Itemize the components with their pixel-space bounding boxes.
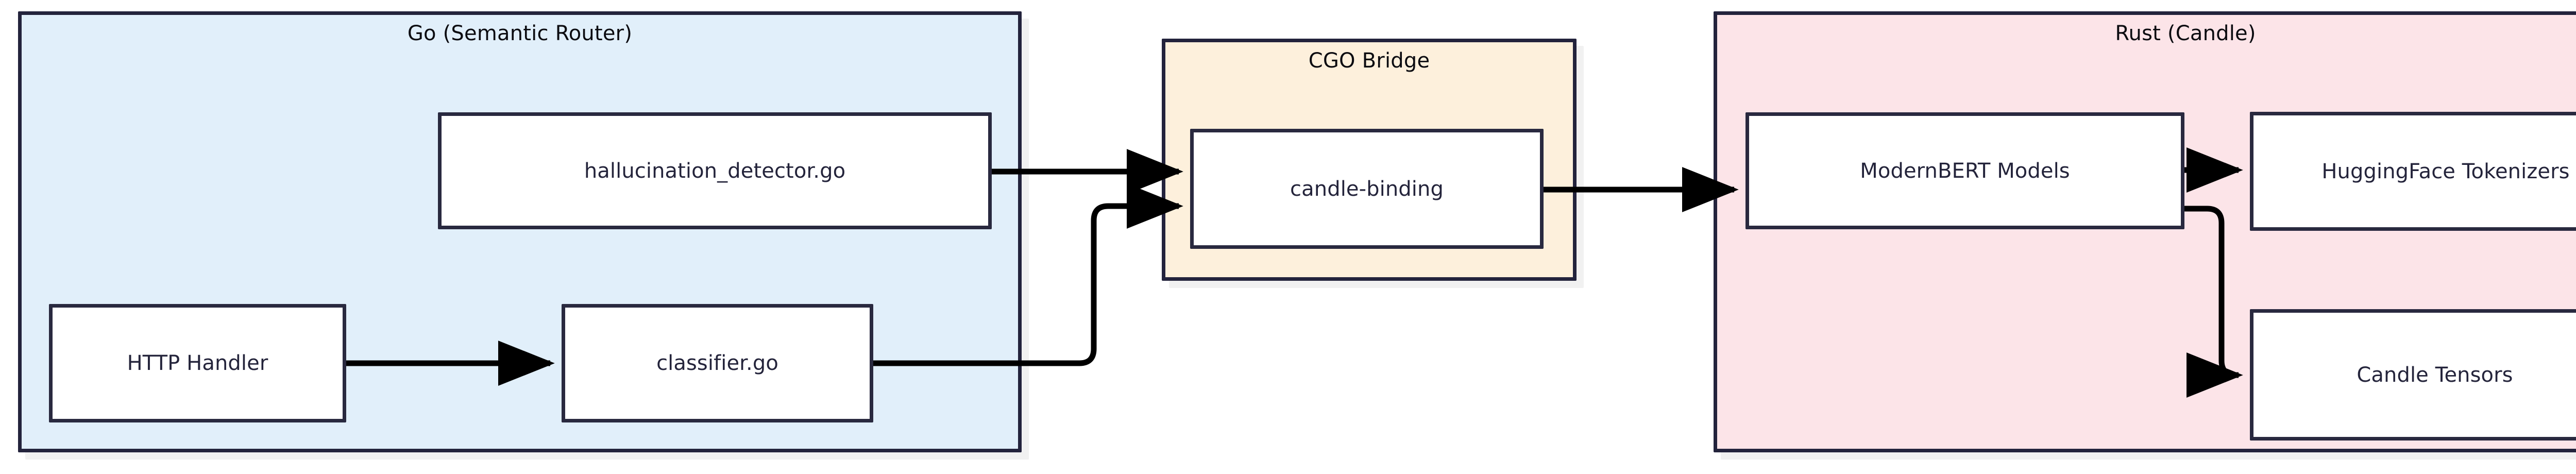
- node-huggingface-tokenizers[interactable]: HuggingFace Tokenizers: [2250, 112, 2576, 231]
- edge-classifier-to-binding: [873, 183, 1183, 366]
- cluster-title-cgo: CGO Bridge: [1308, 49, 1430, 73]
- edge-modernbert-to-tensors: [2184, 206, 2243, 398]
- cluster-title-go: Go (Semantic Router): [407, 22, 633, 45]
- node-classifier-go[interactable]: classifier.go: [562, 304, 873, 422]
- node-modernbert-models[interactable]: ModernBERT Models: [1745, 112, 2184, 229]
- node-candle-binding[interactable]: candle-binding: [1190, 129, 1544, 249]
- cluster-title-rust: Rust (Candle): [2115, 22, 2256, 45]
- node-hallucination-detector-go[interactable]: hallucination_detector.go: [438, 112, 992, 229]
- node-http-handler[interactable]: HTTP Handler: [49, 304, 346, 422]
- node-candle-tensors[interactable]: Candle Tensors: [2250, 309, 2576, 441]
